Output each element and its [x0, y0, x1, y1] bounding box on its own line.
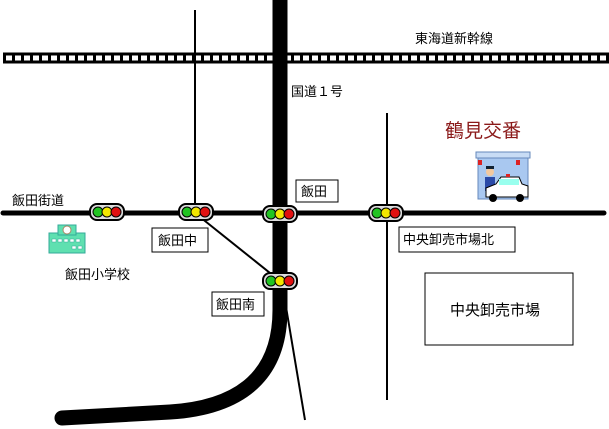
diagonal-road [194, 212, 281, 282]
shinkansen-railway [3, 52, 609, 64]
street-label: 飯田街道 [12, 194, 64, 209]
police-box-icon [475, 151, 531, 202]
police-box-label: 鶴見交番 [445, 120, 521, 142]
intersection-label-iida-minami: 飯田南 [216, 297, 255, 313]
traffic-signal-icon [89, 203, 125, 221]
intersection-label-market-north: 中央卸売市場北 [403, 232, 494, 248]
school-label: 飯田小学校 [65, 267, 130, 283]
market-label: 中央卸売市場 [450, 301, 540, 319]
intersection-label-iida-naka: 飯田中 [158, 234, 197, 249]
traffic-signal-icon [262, 272, 298, 290]
route-1-label: 国道１号 [291, 85, 343, 100]
traffic-signal-icon [262, 205, 298, 223]
school-icon [48, 224, 86, 254]
market-building [424, 272, 574, 346]
intersection-label-iida: 飯田 [301, 185, 327, 200]
railway-label: 東海道新幹線 [415, 31, 493, 47]
side-road-south [283, 294, 306, 421]
route-1-road [54, 0, 288, 426]
traffic-signal-icon [368, 204, 404, 222]
traffic-signal-icon [178, 203, 214, 221]
